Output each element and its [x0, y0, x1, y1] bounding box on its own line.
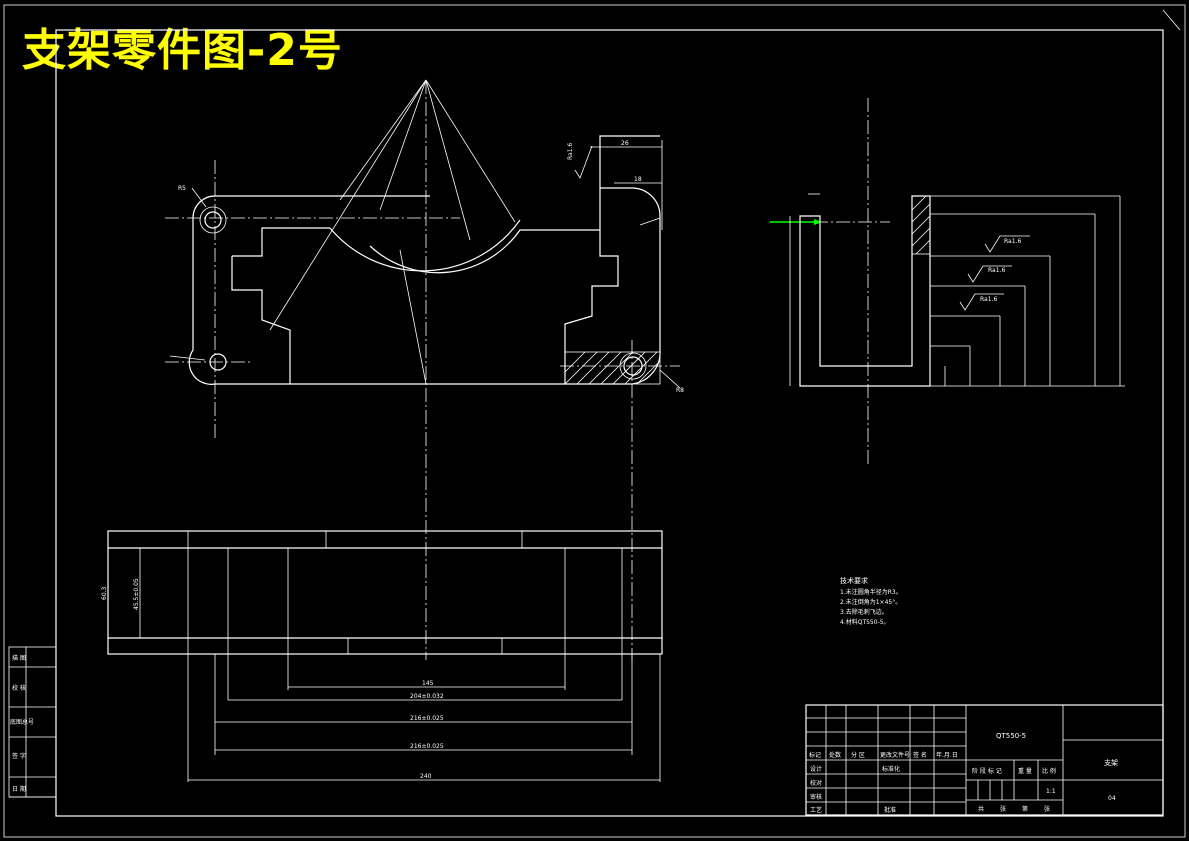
dim-label: 45.5±0.05	[133, 578, 140, 610]
outer-frame	[3, 4, 1186, 838]
tb-row: 校对	[810, 779, 822, 787]
stage-header: 重 量	[1018, 767, 1032, 775]
side-label: 签 字	[12, 752, 26, 760]
technical-notes: 技术要求 1.未注圆角半径为R3。 2.未注倒角为1×45°。 3.去除毛刺飞边…	[840, 576, 902, 626]
tb-header: 处数	[829, 751, 841, 759]
front-view: R5 R8 26 18 Ra1.6	[165, 79, 684, 660]
dim-label: 204±0.032	[410, 693, 444, 700]
dim-label: R5	[178, 185, 186, 192]
dim-label: 18	[634, 176, 642, 183]
note-line: 2.未注倒角为1×45°。	[840, 598, 901, 606]
sheet-text: 张	[1000, 805, 1006, 813]
roughness-label: Ra1.6	[567, 143, 574, 160]
tb-header: 年.月.日	[936, 751, 958, 759]
stage-header: 阶 段 标 记	[972, 767, 1002, 775]
dim-label: 216±0.025	[410, 743, 444, 750]
dim-label: 26	[621, 140, 629, 147]
tb-header: 分 区	[851, 751, 865, 759]
note-line: 4.材料QT550-5。	[840, 618, 890, 626]
tb-header: 更改文件号	[880, 751, 910, 759]
tb-approve: 批准	[884, 806, 896, 814]
roughness-label: Ra1.6	[980, 296, 997, 303]
drawing-number: 04	[1108, 795, 1116, 802]
tb-row: 设计	[810, 765, 822, 773]
notes-heading: 技术要求	[840, 576, 868, 585]
title-block: 标记 处数 分 区 更改文件号 签 名 年.月.日 设计 校对 审核 工艺 标准…	[805, 704, 1164, 816]
sheet-text: 共	[978, 805, 984, 813]
material: QT550-5	[996, 732, 1026, 740]
tb-header: 标记	[809, 751, 821, 759]
dim-label: R8	[676, 387, 684, 394]
side-label: 日 期	[12, 785, 26, 793]
roughness-label: Ra1.6	[1004, 238, 1021, 245]
top-view: 145 204±0.032 216±0.025 216±0.025 240 60…	[101, 530, 663, 782]
tb-std: 标准化	[882, 765, 900, 773]
part-name: 支架	[1104, 758, 1118, 767]
dim-label: 145	[422, 680, 434, 687]
note-line: 1.未注圆角半径为R3。	[840, 588, 902, 596]
note-line: 3.去除毛刺飞边。	[840, 608, 888, 616]
scale: 1:1	[1046, 788, 1056, 795]
dim-label: 60.3	[101, 586, 108, 600]
side-view: Ra1.6 Ra1.6 Ra1.6	[770, 98, 1125, 465]
dim-label: 240	[420, 773, 432, 780]
tb-row: 审核	[810, 793, 822, 801]
side-label-table: 描 图 校 核 底图总号 签 字 日 期	[8, 646, 57, 798]
side-label: 描 图	[12, 654, 26, 662]
side-label: 校 核	[12, 684, 26, 692]
roughness-label: Ra1.6	[988, 267, 1005, 274]
stage-header: 比 例	[1042, 767, 1056, 775]
inner-frame	[55, 29, 1164, 817]
side-label: 底图总号	[10, 718, 34, 726]
drawing-title: 支架零件图-2号	[22, 25, 343, 76]
tb-row: 工艺	[810, 806, 822, 814]
tb-header: 签 名	[913, 751, 927, 759]
sheet-text: 张	[1044, 805, 1050, 813]
sheet-text: 第	[1022, 805, 1028, 813]
dim-label: 216±0.025	[410, 715, 444, 722]
